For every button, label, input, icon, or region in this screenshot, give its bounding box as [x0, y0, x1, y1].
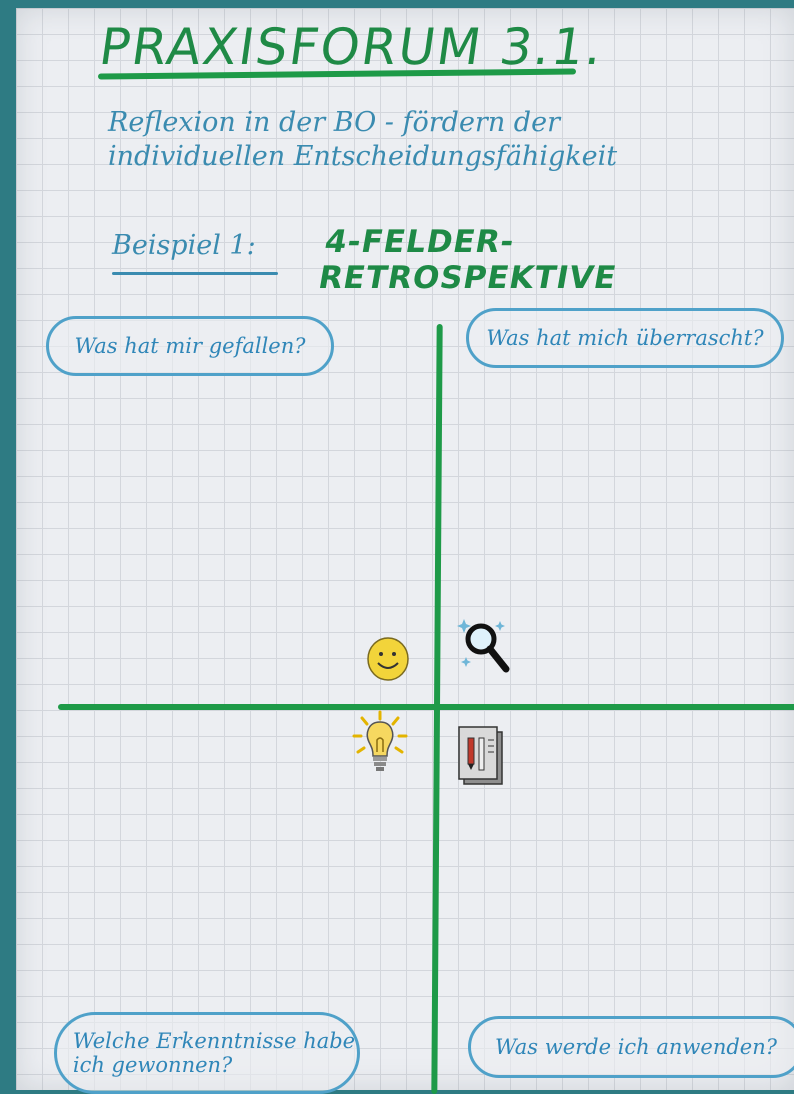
example-title: 4-FELDER-RETROSPEKTIVE	[315, 224, 620, 296]
example-underline	[112, 272, 278, 275]
subtitle-line-1: Reflexion in der BO - fördern der	[108, 107, 560, 138]
flipchart-sheet: PRAXISFORUM 3.1. Reflexion in der BO - f…	[16, 8, 794, 1094]
quadrant-question-bottom-right: Was werde ich anwenden?	[468, 1016, 794, 1078]
question-line-2: ich gewonnen?	[72, 1053, 233, 1077]
smiley-icon	[367, 637, 409, 681]
example-label: Beispiel 1:	[112, 230, 256, 261]
magnifier-icon	[457, 619, 510, 673]
lightbulb-icon	[352, 710, 408, 771]
question-line-1: Welche Erkenntnisse habe	[72, 1029, 356, 1053]
quadrant-question-top-left: Was hat mir gefallen?	[46, 316, 334, 376]
quadrant-question-bottom-left: Welche Erkenntnisse habe ich gewonnen?	[54, 1012, 360, 1094]
notes-icon	[458, 726, 503, 785]
horizontal-divider	[58, 704, 794, 710]
quadrant-question-top-right: Was hat mich überrascht?	[466, 308, 784, 368]
subtitle: Reflexion in der BO - fördern der indivi…	[108, 106, 728, 174]
page-title: PRAXISFORUM 3.1.	[95, 18, 608, 76]
subtitle-line-2: individuellen Entscheidungsfähigkeit	[108, 141, 618, 172]
